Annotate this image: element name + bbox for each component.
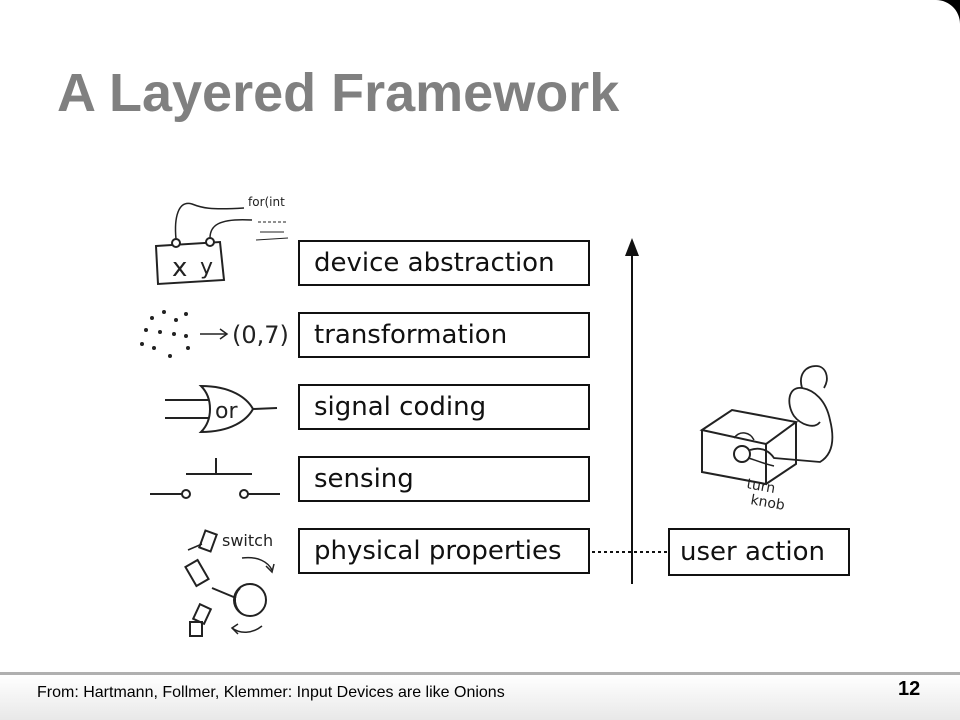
sketch-label-switch: switch: [222, 531, 273, 550]
layer-device-abstraction: device abstraction: [298, 240, 590, 286]
user-knob-sketch: turn knob: [699, 365, 834, 510]
slide-title: A Layered Framework: [57, 63, 620, 123]
layer-signal-coding: signal coding: [298, 384, 590, 430]
layer-sensing: sensing: [298, 456, 590, 502]
sketch-label-coordinate: (0,7): [232, 321, 289, 349]
layer-physical-properties: physical properties: [298, 528, 590, 574]
footer-bar: [0, 676, 960, 720]
sketch-label-knob: knob: [749, 492, 786, 510]
transformation-sketch: (0,7): [140, 310, 289, 358]
flow-arrow: [592, 238, 668, 584]
sketch-label-turn: turn: [745, 476, 776, 497]
sketch-label-x: x: [172, 253, 187, 283]
footer-divider: [0, 672, 960, 675]
device-abstraction-sketch: x y for(int: [154, 195, 289, 286]
footer-citation: From: Hartmann, Follmer, Klemmer: Input …: [37, 684, 505, 701]
page-number: 12: [898, 678, 921, 700]
physical-switch-sketch: switch: [184, 529, 275, 637]
upward-arrow-head: [625, 238, 639, 256]
switch-contact-sketch: [150, 458, 280, 499]
or-gate-sketch: or: [165, 384, 278, 434]
sketch-label-code: for(int: [248, 195, 285, 209]
sketch-label-y: y: [200, 255, 213, 280]
sketch-label-or: or: [215, 399, 238, 424]
user-action-box: user action: [668, 528, 850, 576]
layer-transformation: transformation: [298, 312, 590, 358]
